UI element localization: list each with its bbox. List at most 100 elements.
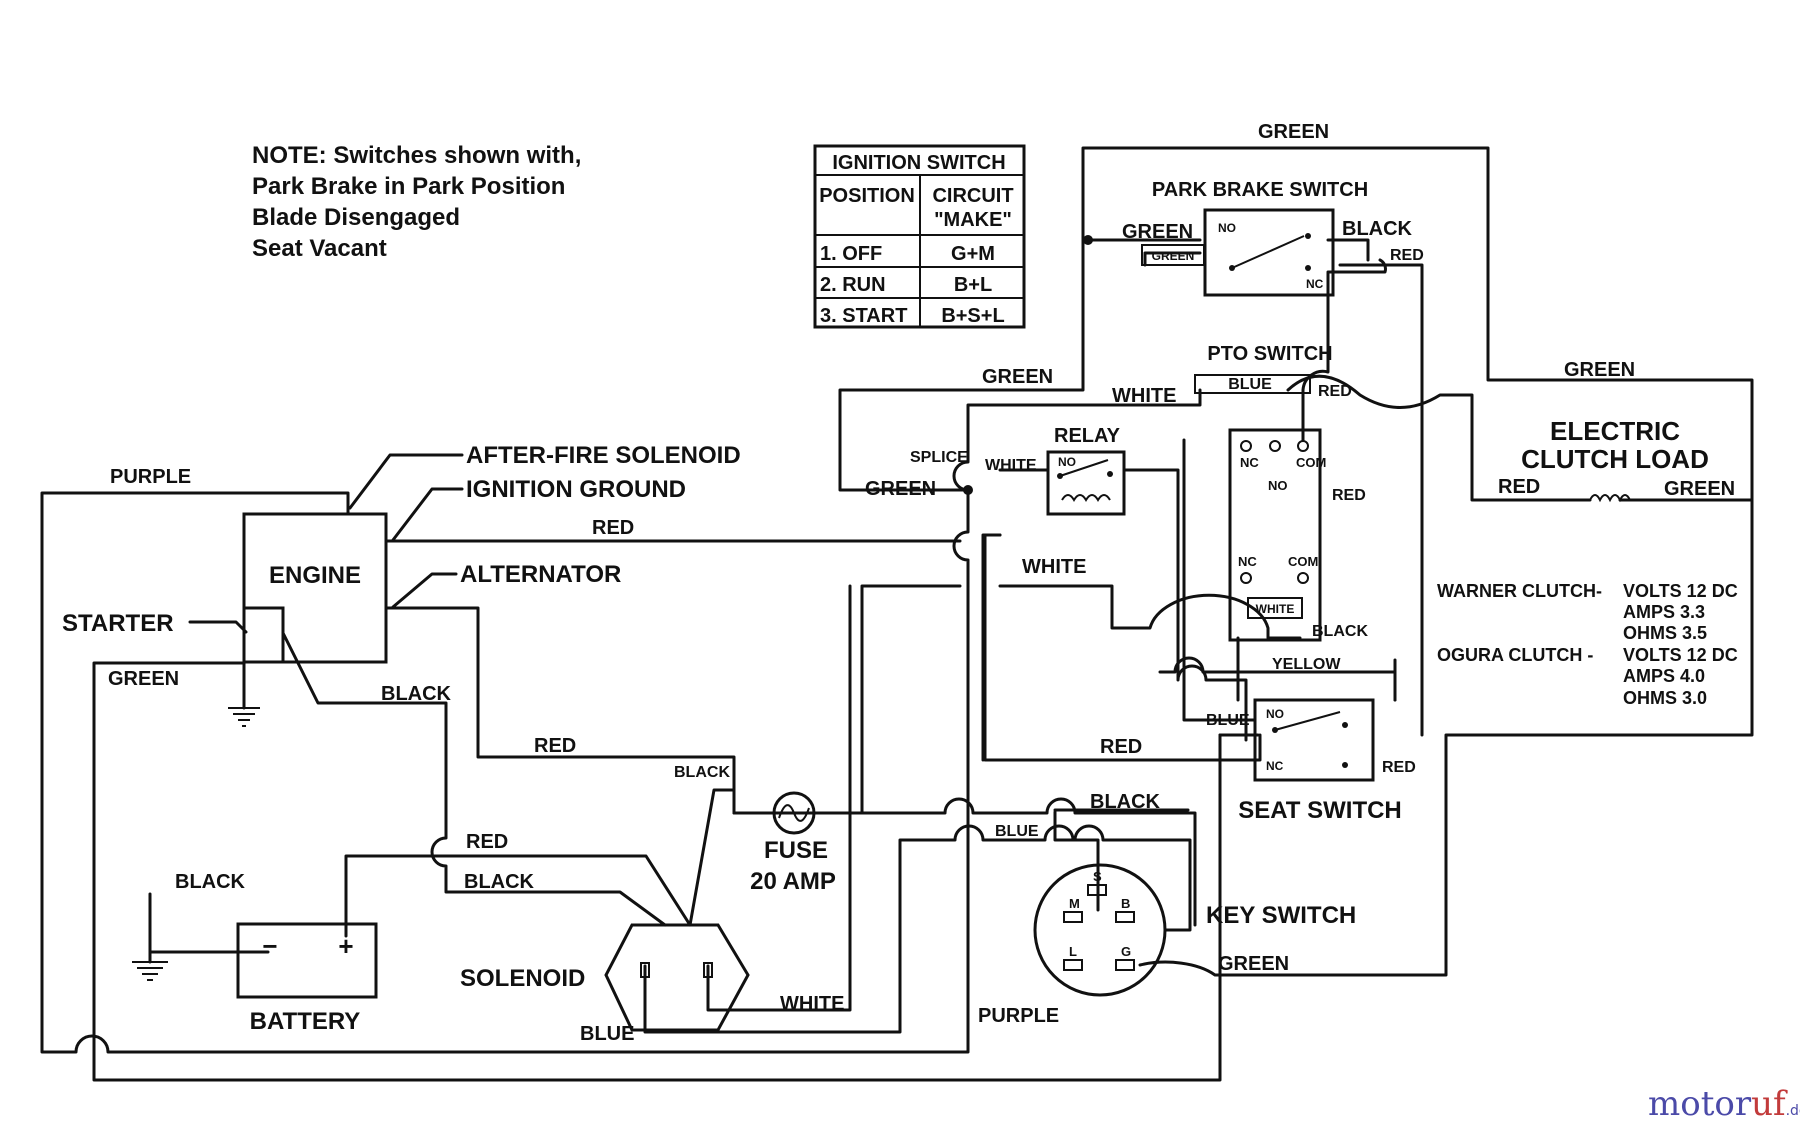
table-row-circuit: B+L (954, 274, 992, 296)
table-header-make: "MAKE" (934, 209, 1012, 231)
wire-label-black: BLACK (464, 871, 535, 893)
ogura-ohms: OHMS 3.0 (1623, 688, 1707, 708)
ogura-volts: VOLTS 12 DC (1623, 645, 1738, 665)
wire-label-black: BLACK (1312, 623, 1368, 640)
table-row-position: 1. OFF (820, 243, 882, 265)
clutch-label-line1: ELECTRIC (1550, 416, 1680, 446)
wire-label-blue: BLUE (995, 823, 1039, 840)
pto-terminal-com: COM (1296, 455, 1326, 470)
wire-label-red: RED (534, 735, 576, 757)
after-fire-callout: AFTER-FIRE SOLENOID (348, 442, 741, 510)
key-switch-label: KEY SWITCH (1206, 902, 1356, 929)
wire-label-red: RED (1332, 487, 1366, 504)
warner-volts: VOLTS 12 DC (1623, 581, 1738, 601)
wire-label-white: WHITE (780, 993, 844, 1015)
wire-label-red: RED (1382, 759, 1416, 776)
pto-terminal-nc: NC (1240, 455, 1259, 470)
wire-label-purple: PURPLE (110, 466, 191, 488)
fuse: FUSE 20 AMP (750, 791, 836, 895)
wire-label-black: BLACK (381, 683, 452, 705)
table-row-circuit: G+M (951, 243, 995, 265)
pto-switch: NC COM NO NC COM WHITE BLUE PTO SWITCH (1194, 343, 1333, 642)
ogura-clutch-label: OGURA CLUTCH - (1437, 645, 1593, 665)
table-row-position: 3. START (820, 305, 907, 327)
seat-terminal-no: NO (1266, 707, 1284, 721)
table-row-circuit: B+S+L (941, 305, 1004, 327)
seat-switch-label: SEAT SWITCH (1238, 797, 1402, 824)
warner-amps: AMPS 3.3 (1623, 602, 1705, 622)
note-block: NOTE: Switches shown with, Park Brake in… (252, 142, 581, 262)
park-brake-switch: NO NC GREEN PARK BRAKE SWITCH (1141, 179, 1368, 297)
splice-dot (1083, 235, 1093, 245)
note-line-1: NOTE: Switches shown with, (252, 142, 581, 169)
wire-label-green: GREEN (1258, 121, 1329, 143)
seat-switch: NO NC SEAT SWITCH (1238, 698, 1402, 824)
wire-label-purple: PURPLE (978, 1005, 1059, 1027)
key-terminal-l: L (1069, 944, 1077, 959)
wire-label-red: RED (466, 831, 508, 853)
key-switch: S M B L G KEY SWITCH (1033, 863, 1356, 997)
wire-label-green: GREEN (108, 668, 179, 690)
wire-label-blue: BLUE (1228, 376, 1272, 393)
fuse-label: FUSE (764, 837, 828, 864)
pto-terminal-com: COM (1288, 554, 1318, 569)
park-brake-terminal-nc: NC (1306, 277, 1324, 291)
battery-minus: − (262, 931, 277, 961)
wire-label-green: GREEN (1122, 221, 1193, 243)
ignition-ground-label: IGNITION GROUND (466, 476, 686, 503)
watermark-part-1: motor (1648, 1084, 1752, 1124)
park-brake-terminal-no: NO (1218, 221, 1236, 235)
engine: ENGINE (228, 512, 388, 727)
wire-label-green: GREEN (865, 478, 936, 500)
relay-label: RELAY (1054, 425, 1121, 447)
pto-terminal-nc: NC (1238, 554, 1257, 569)
warner-clutch-label: WARNER CLUTCH- (1437, 581, 1602, 601)
fuse-rating: 20 AMP (750, 868, 836, 895)
wire-label-black: BLACK (1090, 791, 1161, 813)
ogura-amps: AMPS 4.0 (1623, 666, 1705, 686)
wire-label-black: BLACK (175, 871, 246, 893)
alternator-label: ALTERNATOR (460, 561, 621, 588)
svg-text:motoruf.de: motoruf.de (1648, 1084, 1800, 1124)
wire-label-red: RED (1100, 736, 1142, 758)
note-line-4: Seat Vacant (252, 235, 387, 262)
clutch-label-line2: CLUTCH LOAD (1521, 444, 1709, 474)
starter-callout: STARTER (62, 610, 248, 637)
note-line-3: Blade Disengaged (252, 204, 460, 231)
watermark-logo: motoruf.de (1648, 1084, 1800, 1124)
alternator-callout: ALTERNATOR (391, 561, 621, 609)
key-terminal-s: S (1093, 869, 1102, 884)
wire-label-white: WHITE (1022, 556, 1086, 578)
wire-label-red: RED (1390, 247, 1424, 264)
wire-label-white: WHITE (1256, 602, 1295, 616)
wire-label-green: GREEN (1218, 953, 1289, 975)
wires (40, 146, 1754, 1082)
wire-label-green: GREEN (1152, 249, 1195, 263)
pto-switch-label: PTO SWITCH (1207, 343, 1332, 365)
wire-label-white: WHITE (1112, 385, 1176, 407)
relay: NO RELAY SPLICE (910, 425, 1126, 516)
pto-terminal-no: NO (1268, 478, 1288, 493)
wire-label-red: RED (1318, 383, 1352, 400)
key-terminal-g: G (1121, 944, 1131, 959)
battery-label: BATTERY (250, 1008, 361, 1035)
wire-label-blue: BLUE (580, 1023, 634, 1045)
battery: − + BATTERY (132, 922, 378, 1035)
splice-dot (963, 485, 973, 495)
after-fire-label: AFTER-FIRE SOLENOID (466, 442, 741, 469)
splice-label: SPLICE (910, 449, 968, 466)
battery-plus: + (338, 931, 353, 961)
watermark-part-2: uf (1751, 1084, 1788, 1124)
ignition-ground-callout: IGNITION GROUND (391, 476, 686, 542)
relay-terminal-no: NO (1058, 455, 1076, 469)
wire-label-red: RED (592, 517, 634, 539)
wire-label-red: RED (1498, 476, 1540, 498)
starter-label: STARTER (62, 610, 174, 637)
wire-label-green: GREEN (1664, 478, 1735, 500)
park-brake-switch-label: PARK BRAKE SWITCH (1152, 179, 1368, 201)
seat-terminal-nc: NC (1266, 759, 1284, 773)
solenoid-label: SOLENOID (460, 965, 585, 992)
wire-label-blue: BLUE (1206, 712, 1250, 729)
table-row-position: 2. RUN (820, 274, 886, 296)
